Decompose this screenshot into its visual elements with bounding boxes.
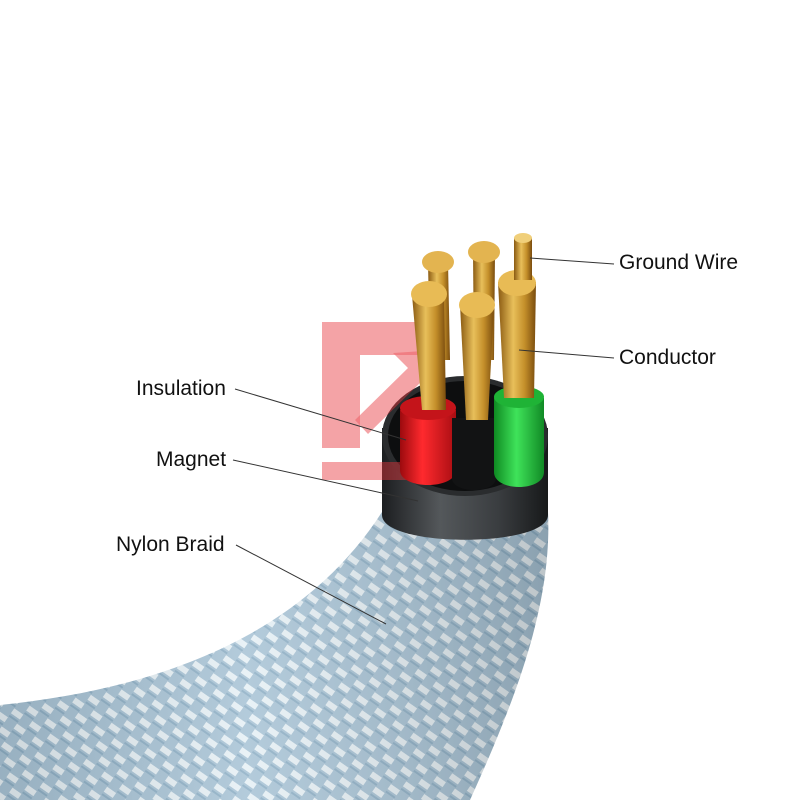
nylon-braid-body bbox=[0, 512, 549, 800]
insulation-label: Insulation bbox=[136, 377, 226, 400]
leader-lines bbox=[232, 257, 615, 625]
copper-conductors bbox=[411, 233, 536, 420]
conductor-label: Conductor bbox=[619, 346, 716, 369]
ground-wire-label: Ground Wire bbox=[619, 251, 739, 274]
nylon-braid-label: Nylon Braid bbox=[116, 533, 225, 556]
magnet-label: Magnet bbox=[156, 448, 227, 471]
